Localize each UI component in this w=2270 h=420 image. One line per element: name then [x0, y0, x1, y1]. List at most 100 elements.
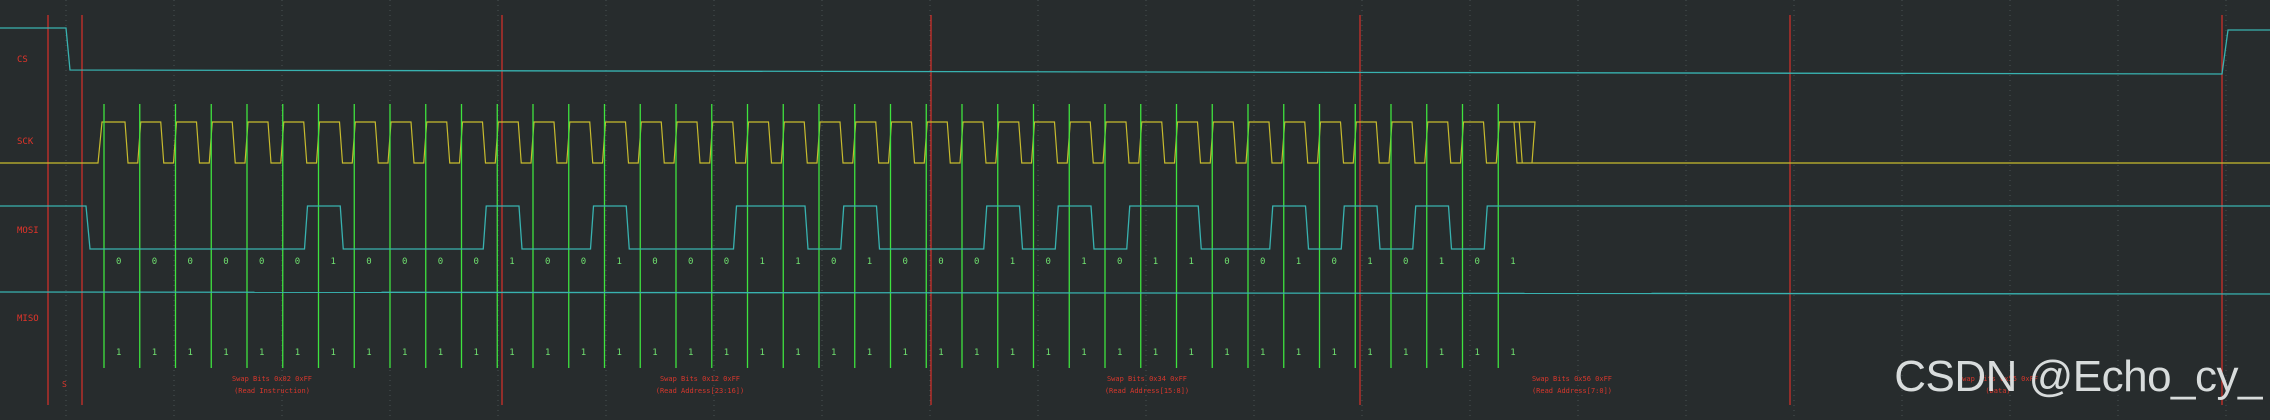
- miso-bit-label: 1: [1046, 348, 1051, 358]
- miso-bit-label: 1: [223, 348, 228, 358]
- miso-bit-label: 1: [295, 348, 300, 358]
- miso-bit-label: 1: [331, 348, 336, 358]
- mosi-bit-label: 0: [1332, 257, 1337, 267]
- miso-bit-label: 1: [688, 348, 693, 358]
- mosi-bit-label: 0: [1224, 257, 1229, 267]
- mosi-bit-label: 0: [474, 257, 479, 267]
- mosi-bit-label: 0: [402, 257, 407, 267]
- annotation-byte-1: Swap Bits 0x02 0xFF (Read Instruction): [192, 373, 352, 397]
- mosi-bit-label: 0: [545, 257, 550, 267]
- annotation-byte-4-line2: (Read Address[7:0]): [1531, 387, 1613, 395]
- mosi-bit-label: 1: [1296, 257, 1301, 267]
- miso-bit-label: 1: [1153, 348, 1158, 358]
- mosi-bit-label: 0: [831, 257, 836, 267]
- miso-bit-label: 1: [259, 348, 264, 358]
- miso-bit-label: 1: [545, 348, 550, 358]
- sck-trace: [0, 121, 2270, 164]
- mosi-bit-label: 1: [331, 257, 336, 267]
- mosi-bit-label: 1: [1010, 257, 1015, 267]
- mosi-bit-label: 0: [1046, 257, 1051, 267]
- cs-trace: [0, 27, 2270, 75]
- mosi-bit-label: 0: [152, 257, 157, 267]
- miso-bit-label: 1: [1475, 348, 1480, 358]
- channel-label-miso: MISO: [17, 314, 39, 324]
- miso-bit-label: 1: [831, 348, 836, 358]
- annotation-byte-4-line1: Swap Bits 0x56 0xFF: [1531, 375, 1613, 383]
- miso-bit-label: 1: [581, 348, 586, 358]
- mosi-bit-label: 0: [295, 257, 300, 267]
- miso-bit-label: 1: [1510, 348, 1515, 358]
- mosi-bit-label: 0: [259, 257, 264, 267]
- mosi-bit-label: 1: [867, 257, 872, 267]
- annotation-byte-5: Swap Bits 0x55 0xFF (Data): [1918, 373, 2078, 397]
- watermark: CSDN @Echo_cy_: [1894, 352, 2262, 401]
- miso-bit-label: 1: [652, 348, 657, 358]
- mosi-bit-label: 0: [724, 257, 729, 267]
- mosi-bit-label: 1: [617, 257, 622, 267]
- mosi-bit-label: 1: [1189, 257, 1194, 267]
- mosi-trace: [0, 205, 2270, 250]
- miso-bit-label: 1: [867, 348, 872, 358]
- miso-bit-label: 1: [1260, 348, 1265, 358]
- miso-bit-label: 1: [1367, 348, 1372, 358]
- annotation-byte-3: Swap Bits 0x34 0xFF (Read Address[15:8]): [1067, 373, 1227, 397]
- miso-bit-label: 1: [1224, 348, 1229, 358]
- mosi-bit-label: 0: [116, 257, 121, 267]
- miso-bit-label: 1: [1439, 348, 1444, 358]
- miso-bit-label: 1: [509, 348, 514, 358]
- mosi-bit-label: 0: [938, 257, 943, 267]
- mosi-bit-label: 0: [1475, 257, 1480, 267]
- annotation-byte-2-line2: (Read Address[23:16]): [655, 387, 745, 395]
- annotation-byte-3-line2: (Read Address[15:8]): [1104, 387, 1190, 395]
- miso-trace: [0, 291, 2270, 295]
- channel-label-mosi: MOSI: [17, 226, 39, 236]
- miso-bit-label: 1: [1332, 348, 1337, 358]
- miso-bit-label: 1: [617, 348, 622, 358]
- mosi-bit-label: 0: [581, 257, 586, 267]
- miso-bit-label: 1: [366, 348, 371, 358]
- miso-bit-label: 1: [1189, 348, 1194, 358]
- miso-bit-label: 1: [760, 348, 765, 358]
- miso-bit-label: 1: [1296, 348, 1301, 358]
- mosi-bit-label: 1: [760, 257, 765, 267]
- miso-bit-label: 1: [1117, 348, 1122, 358]
- mosi-bit-label: 0: [223, 257, 228, 267]
- annotation-byte-5-line1: Swap Bits 0x55 0xFF: [1957, 375, 2039, 383]
- mosi-bit-label: 0: [1117, 257, 1122, 267]
- mosi-bit-label: 0: [1260, 257, 1265, 267]
- mosi-bit-label: 0: [974, 257, 979, 267]
- miso-bit-label: 1: [974, 348, 979, 358]
- annotation-byte-4: Swap Bits 0x56 0xFF (Read Address[7:0]): [1492, 373, 1652, 397]
- miso-bit-label: 1: [724, 348, 729, 358]
- annotation-byte-2-line1: Swap Bits 0x12 0xFF: [659, 375, 741, 383]
- mosi-bit-label: 1: [1439, 257, 1444, 267]
- channel-label-cs: CS: [17, 55, 28, 65]
- mosi-bit-label: 0: [652, 257, 657, 267]
- mosi-bit-label: 0: [1403, 257, 1408, 267]
- corner-mark: S: [62, 380, 67, 389]
- miso-bit-label: 1: [438, 348, 443, 358]
- miso-bit-label: 1: [402, 348, 407, 358]
- annotation-byte-5-line2: (Data): [1985, 387, 2011, 395]
- annotation-byte-1-line1: Swap Bits 0x02 0xFF: [231, 375, 313, 383]
- miso-bit-label: 1: [188, 348, 193, 358]
- mosi-bit-label: 1: [1367, 257, 1372, 267]
- miso-bit-label: 1: [474, 348, 479, 358]
- mosi-bit-label: 1: [1153, 257, 1158, 267]
- miso-bit-label: 1: [1081, 348, 1086, 358]
- mosi-bit-label: 1: [509, 257, 514, 267]
- mosi-bit-label: 0: [903, 257, 908, 267]
- miso-bit-label: 1: [1403, 348, 1408, 358]
- mosi-bit-label: 0: [688, 257, 693, 267]
- annotation-byte-3-line1: Swap Bits 0x34 0xFF: [1106, 375, 1188, 383]
- miso-bit-label: 1: [116, 348, 121, 358]
- channel-label-sck: SCK: [17, 137, 34, 147]
- miso-bit-label: 1: [1010, 348, 1015, 358]
- miso-bit-label: 1: [903, 348, 908, 358]
- mosi-bit-label: 1: [1510, 257, 1515, 267]
- annotation-byte-1-line2: (Read Instruction): [234, 387, 310, 395]
- mosi-bit-label: 1: [795, 257, 800, 267]
- miso-bit-label: 1: [795, 348, 800, 358]
